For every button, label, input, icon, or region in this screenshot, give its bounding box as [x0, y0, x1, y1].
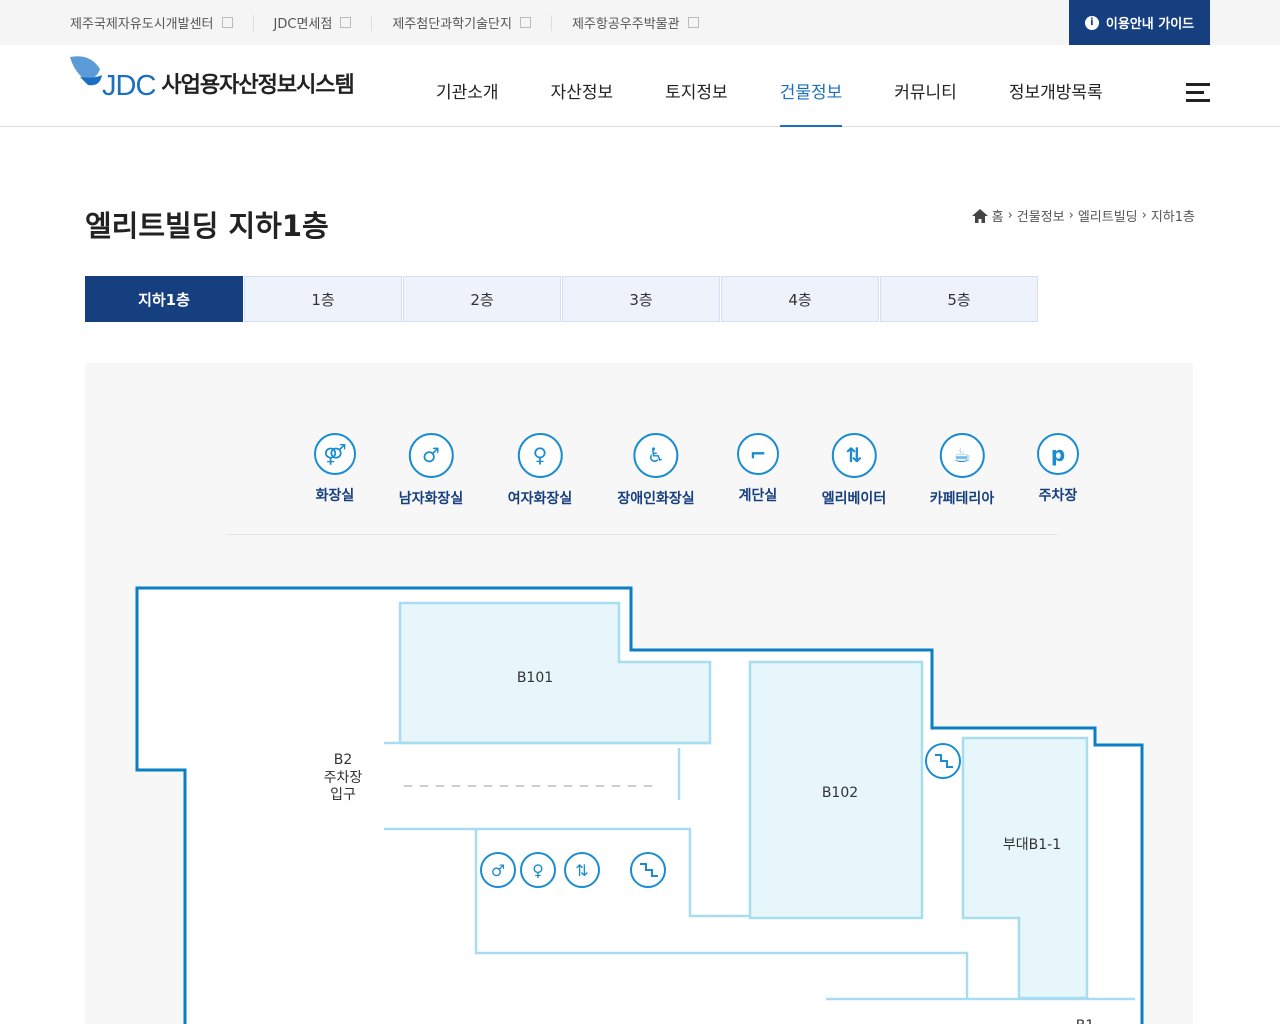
legend-label: 장애인화장실	[617, 491, 695, 507]
womens-restroom-icon: ♀	[520, 852, 556, 888]
legend-label: 화장실	[315, 488, 355, 504]
top-link-label: 제주국제자유도시개발센터	[70, 17, 214, 32]
room-label: 부대B1-1	[1003, 837, 1061, 853]
chevron-right-icon: ›	[1007, 208, 1013, 223]
nav-item-active[interactable]: 건물정보	[779, 45, 842, 127]
main-nav: 기관소개 자산정보 토지정보 건물정보 커뮤니티 정보개방목록	[410, 45, 1129, 127]
external-link-icon	[519, 17, 531, 28]
nav-item[interactable]: 기관소개	[436, 83, 499, 103]
chevron-right-icon: ›	[1141, 208, 1147, 223]
entrance-label: 주차장	[324, 770, 363, 786]
external-link-icon	[340, 17, 352, 28]
room-label: B102	[822, 785, 858, 801]
legend-label: 카페테리아	[929, 491, 995, 507]
breadcrumb: 홈› 건물정보› 엘리트빌딩› 지하1층	[971, 206, 1195, 225]
room-label: B1	[1076, 1018, 1095, 1024]
svg-text:♂: ♂	[491, 861, 505, 880]
floor-tab[interactable]: 3층	[562, 276, 720, 322]
legend-item: ♿ 장애인화장실	[617, 433, 695, 508]
svg-text:♀: ♀	[532, 861, 544, 880]
legend-item: ⚤ 화장실	[314, 433, 356, 505]
top-link-label: 제주항공우주박물관	[571, 17, 680, 32]
guide-label: 이용안내 가이드	[1105, 17, 1195, 32]
logo-brand: JDC	[102, 70, 156, 102]
outer-wall	[135, 586, 1144, 1024]
chevron-right-icon: ›	[1068, 208, 1074, 223]
floor-tab-active[interactable]: 지하1층	[85, 276, 243, 322]
top-link-label: JDC면세점	[273, 17, 333, 32]
svg-text:⇅: ⇅	[575, 861, 588, 880]
legend-label: 남자화장실	[398, 491, 464, 507]
mens-restroom-icon: ♂	[480, 852, 516, 888]
home-icon	[971, 208, 988, 223]
womens-restroom-icon: ♀	[517, 433, 563, 478]
legend-label: 엘리베이터	[821, 491, 887, 507]
usage-guide-button[interactable]: i 이용안내 가이드	[1069, 0, 1210, 45]
stairs-icon	[925, 743, 961, 779]
nav-item[interactable]: 자산정보	[550, 83, 614, 103]
legend-item: ♂ 남자화장실	[399, 433, 463, 508]
nav-item[interactable]: 정보개방목록	[1008, 83, 1103, 103]
top-link[interactable]: JDC면세점	[252, 14, 372, 32]
page-title: 엘리트빌딩 지하1층	[85, 209, 329, 243]
legend-item: p 주차장	[1037, 433, 1079, 505]
legend-item: ⇅ 엘리베이터	[822, 433, 886, 508]
breadcrumb-item[interactable]: 홈	[991, 210, 1004, 225]
legend-item: ☕ 카페테리아	[930, 433, 994, 508]
floor-tab[interactable]: 2층	[403, 276, 561, 322]
floor-tab[interactable]: 4층	[721, 276, 879, 322]
floor-tab[interactable]: 5층	[880, 276, 1038, 322]
divider	[227, 534, 1057, 535]
top-link[interactable]: 제주첨단과학기술단지	[371, 14, 551, 32]
top-utility-bar: 제주국제자유도시개발센터 JDC면세점 제주첨단과학기술단지 제주항공우주박물관…	[0, 0, 1280, 45]
wheelchair-icon: ♿	[633, 433, 679, 478]
top-link-label: 제주첨단과학기술단지	[392, 17, 512, 32]
logo[interactable]: JDC 사업용자산정보시스템	[70, 55, 355, 103]
butterfly-logo-icon	[70, 56, 102, 86]
stairs-icon	[630, 852, 666, 888]
legend-label: 계단실	[738, 488, 778, 504]
legend-label: 여자화장실	[507, 491, 573, 507]
room-label: B101	[517, 670, 553, 686]
floor-tabs: 지하1층 1층 2층 3층 4층 5층	[85, 276, 1039, 322]
header: JDC 사업용자산정보시스템 기관소개 자산정보 토지정보 건물정보 커뮤니티 …	[0, 45, 1280, 127]
parking-icon: p	[1037, 433, 1079, 475]
breadcrumb-item[interactable]: 건물정보	[1016, 210, 1065, 225]
external-link-icon	[221, 17, 233, 28]
floor-tab[interactable]: 1층	[244, 276, 402, 322]
mens-restroom-icon: ♂	[408, 433, 454, 478]
logo-system-name: 사업용자산정보시스템	[161, 73, 354, 98]
info-icon: i	[1084, 15, 1099, 30]
entrance-label: B2	[334, 752, 353, 768]
legend-item: ⌐ 계단실	[737, 433, 779, 505]
top-link[interactable]: 제주국제자유도시개발센터	[70, 15, 253, 32]
legend-item: ♀ 여자화장실	[508, 433, 572, 508]
nav-item[interactable]: 토지정보	[665, 83, 728, 103]
external-link-icon	[687, 17, 699, 28]
breadcrumb-current: 지하1층	[1150, 210, 1195, 225]
cafe-cup-icon: ☕	[939, 433, 985, 478]
legend-label: 주차장	[1038, 488, 1078, 504]
entrance-label: 입구	[330, 787, 356, 803]
elevator-icon: ⇅	[831, 433, 877, 478]
stairs-icon: ⌐	[737, 433, 779, 475]
elevator-icon: ⇅	[564, 852, 600, 888]
restroom-icon: ⚤	[314, 433, 356, 475]
corridor-lines	[384, 741, 1135, 1001]
breadcrumb-item[interactable]: 엘리트빌딩	[1077, 210, 1138, 225]
room-b102[interactable]	[748, 660, 924, 920]
nav-item[interactable]: 커뮤니티	[894, 83, 957, 103]
hamburger-menu-icon[interactable]	[1186, 83, 1210, 107]
top-link[interactable]: 제주항공우주박물관	[550, 14, 719, 32]
